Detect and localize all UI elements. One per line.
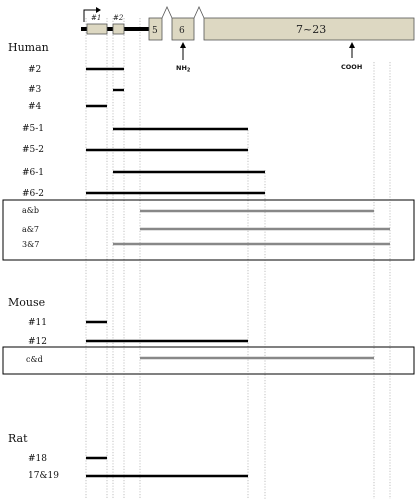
clone-label: #11 (28, 318, 47, 328)
clone-label: #2 (28, 65, 41, 75)
clone-label: c&d (26, 355, 43, 364)
exon-1 (86, 23, 108, 35)
clone-label: #4 (28, 102, 42, 112)
nh2-arrowhead-icon (180, 42, 186, 48)
promoter-arrow-icon (83, 9, 96, 22)
guide-lines (85, 18, 391, 499)
exon-2-label: #2 (113, 14, 124, 22)
clone-label: #5-1 (22, 124, 44, 134)
clone-label: #6-1 (22, 168, 44, 178)
exon-5 (148, 17, 163, 41)
nh2-label: NH2 (176, 64, 191, 74)
intron-line (193, 6, 205, 19)
promoter-arrowhead-icon (96, 7, 101, 13)
clone-label: #3 (28, 85, 42, 95)
exon-6 (171, 17, 195, 41)
gene-structure: #1 #2 5 6 7~23 NH2 COOH (81, 6, 415, 74)
exon-1-label: #1 (91, 14, 101, 22)
exon-5-label: 5 (152, 26, 158, 36)
group-box-mouse-composite (2, 346, 415, 375)
species-label-human: Human (8, 41, 49, 54)
clone-label: 3&7 (22, 240, 39, 249)
cooh-arrowhead-icon (349, 42, 355, 48)
exon-2 (112, 23, 125, 35)
clone-label: #5-2 (22, 145, 44, 155)
clone-label: 17&19 (28, 471, 59, 481)
exon-6-label: 6 (179, 26, 185, 36)
species-label-mouse: Mouse (8, 296, 45, 309)
clone-bars (86, 67, 390, 478)
clone-label: #6-2 (22, 189, 44, 199)
group-box-human-composite (2, 199, 415, 261)
intron-line (161, 6, 173, 19)
cooh-label: COOH (341, 63, 362, 71)
clone-label: a&b (22, 206, 39, 215)
clone-label: #18 (28, 454, 47, 464)
exon-7-23 (203, 17, 415, 41)
exon-7-23-label: 7~23 (296, 23, 326, 36)
clone-label: #12 (28, 337, 47, 347)
clone-label: a&7 (22, 225, 39, 234)
species-label-rat: Rat (8, 432, 28, 445)
